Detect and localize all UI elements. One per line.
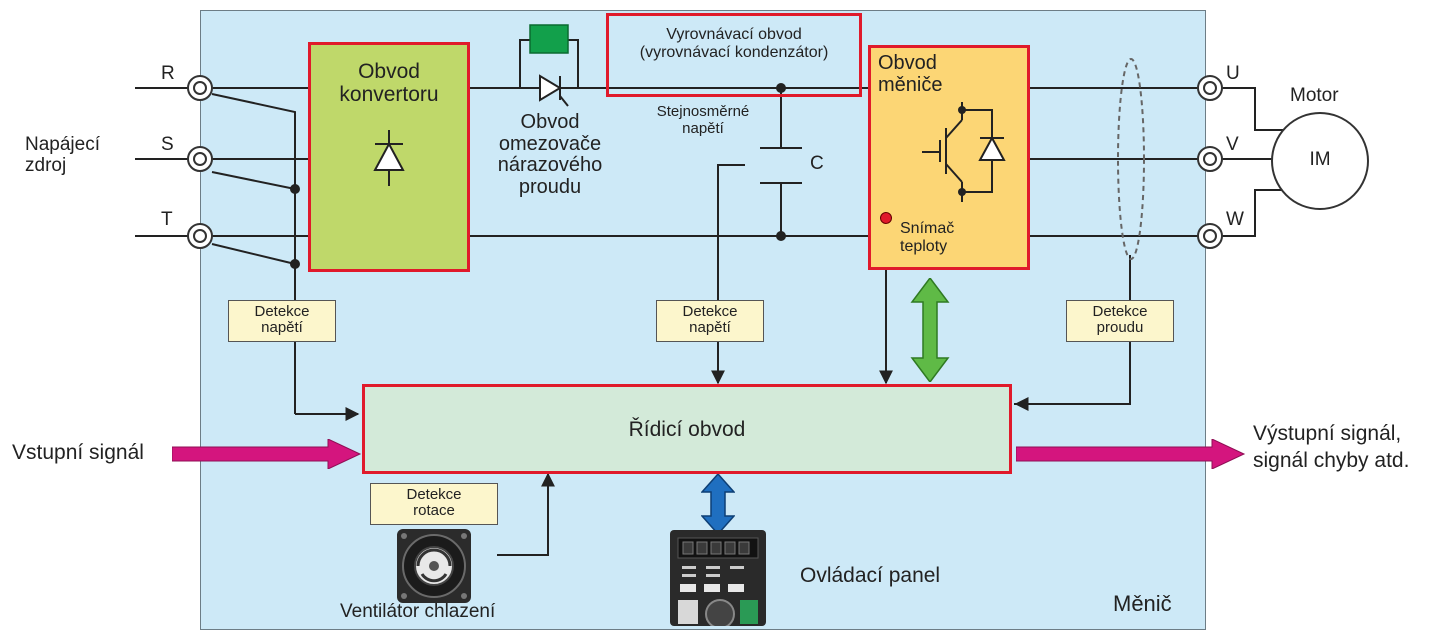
output-signal-arrow-icon [1016, 439, 1246, 469]
output-signal-label: Výstupní signál,signál chyby atd. [1253, 422, 1410, 473]
control-circuit-block [362, 384, 1012, 474]
terminal-r-label: R [161, 63, 175, 84]
capacitor-label: C [810, 153, 824, 174]
cooling-fan-icon [397, 529, 471, 603]
bidirectional-arrow-icon [910, 278, 950, 382]
motor-label: Motor [1290, 85, 1339, 106]
operation-panel-label: Ovládací panel [800, 564, 941, 587]
panel-link-arrow-icon [701, 474, 735, 534]
temperature-sensor-dot [880, 212, 892, 224]
terminal-v-label: V [1226, 134, 1239, 155]
motor-symbol: IM [1309, 149, 1331, 170]
terminal-s-label: S [161, 134, 174, 155]
smoothing-circuit-label: Vyrovnávací obvod(vyrovnávací kondenzáto… [639, 26, 829, 61]
igbt-icon [922, 102, 1006, 202]
smoothing-circuit-box [606, 13, 862, 97]
input-signal-label: Vstupní signál [12, 441, 144, 464]
inverter-frame-label: Měnič [1113, 591, 1172, 616]
control-circuit-label: Řídicí obvod [628, 418, 746, 441]
operation-panel-icon [670, 530, 766, 626]
input-signal-arrow-icon [172, 439, 362, 469]
cooling-fan-label: Ventilátor chlazení [340, 601, 496, 622]
diode-icon [373, 130, 405, 186]
terminal-w-label: W [1226, 209, 1244, 230]
terminal-t-label: T [161, 209, 173, 230]
terminal-u-label: U [1226, 63, 1240, 84]
